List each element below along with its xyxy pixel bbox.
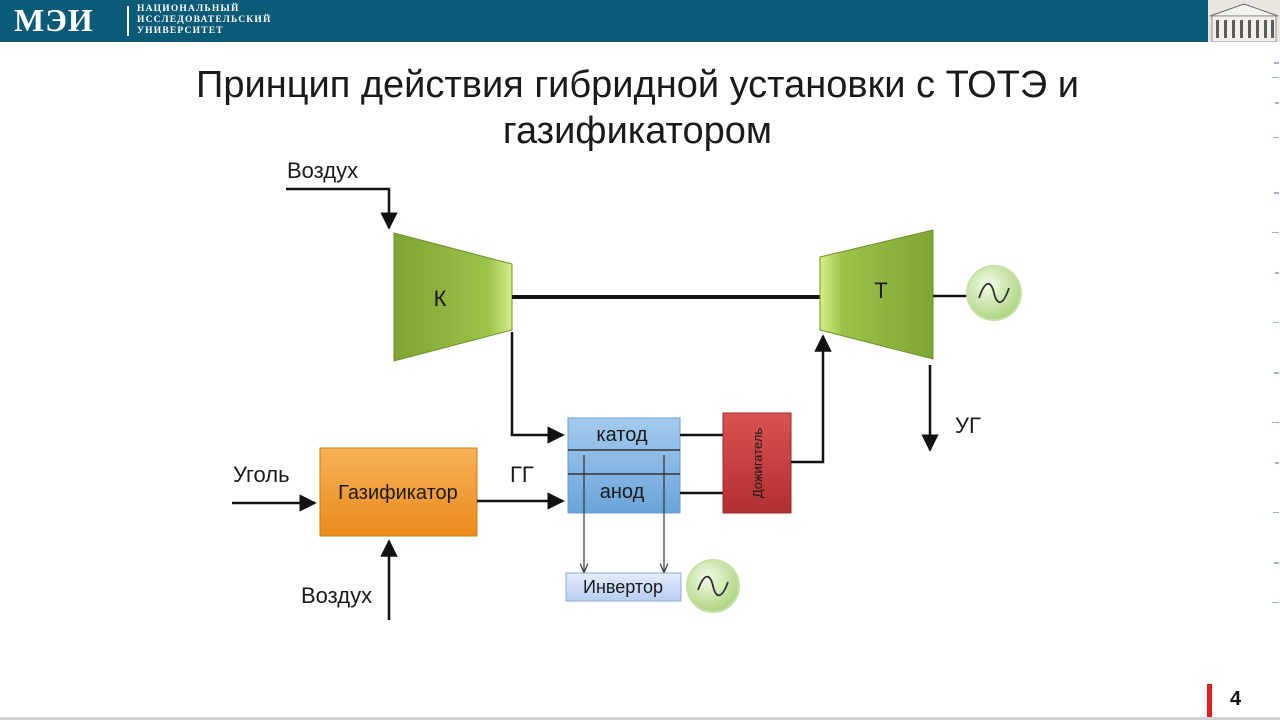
- logo-text: НАЦИОНАЛЬНЫЙ ИССЛЕДОВАТЕЛЬСКИЙ УНИВЕРСИТ…: [137, 4, 307, 37]
- inverter: [565, 572, 682, 602]
- compressor: [393, 232, 513, 362]
- afterburner-turbine-line: [791, 334, 832, 464]
- page-number-marker: [1207, 684, 1212, 720]
- gasifier: [319, 447, 478, 537]
- decorative-side-strip: [1272, 62, 1279, 603]
- page-number: 4: [1230, 688, 1242, 710]
- generator-bottom-sine: [697, 575, 729, 597]
- university-building-image: [1208, 0, 1280, 42]
- inverter-label: Инвертор: [583, 577, 663, 597]
- turbine: [819, 229, 934, 360]
- air-bottom-label: Воздух: [301, 583, 372, 608]
- exhaust-label: УГ: [955, 413, 981, 438]
- logo-line-2: ИССЛЕДОВАТЕЛЬСКИЙ: [137, 15, 272, 25]
- afterburner: [722, 412, 792, 514]
- logo-line-3: УНИВЕРСИТЕТ: [137, 26, 224, 36]
- slide-title: Принцип действия гибридной установки с Т…: [196, 64, 1079, 152]
- generator-top-sine: [978, 282, 1010, 304]
- bottom-border: [0, 717, 1280, 720]
- coal-label: Уголь: [233, 462, 290, 487]
- compressor-label: К: [434, 286, 447, 311]
- logo-line-1: НАЦИОНАЛЬНЫЙ: [137, 4, 240, 14]
- afterburner-label: Дожигатель: [750, 428, 765, 499]
- gg-label: ГГ: [510, 462, 534, 487]
- air-top-label: Воздух: [287, 158, 358, 183]
- header-bar: МЭИ НАЦИОНАЛЬНЫЙ ИССЛЕДОВАТЕЛЬСКИЙ УНИВЕ…: [0, 0, 1280, 42]
- anode-label: анод: [600, 481, 645, 503]
- compressor-cathode-line: [510, 332, 565, 444]
- fuel-cell: [567, 417, 681, 514]
- logo-mark: МЭИ: [14, 2, 94, 38]
- gasifier-label: Газификатор: [338, 482, 458, 504]
- air-top-line: [286, 187, 398, 230]
- logo-divider: [127, 6, 129, 36]
- cathode-label: катод: [596, 424, 647, 446]
- turbine-label: Т: [874, 278, 887, 303]
